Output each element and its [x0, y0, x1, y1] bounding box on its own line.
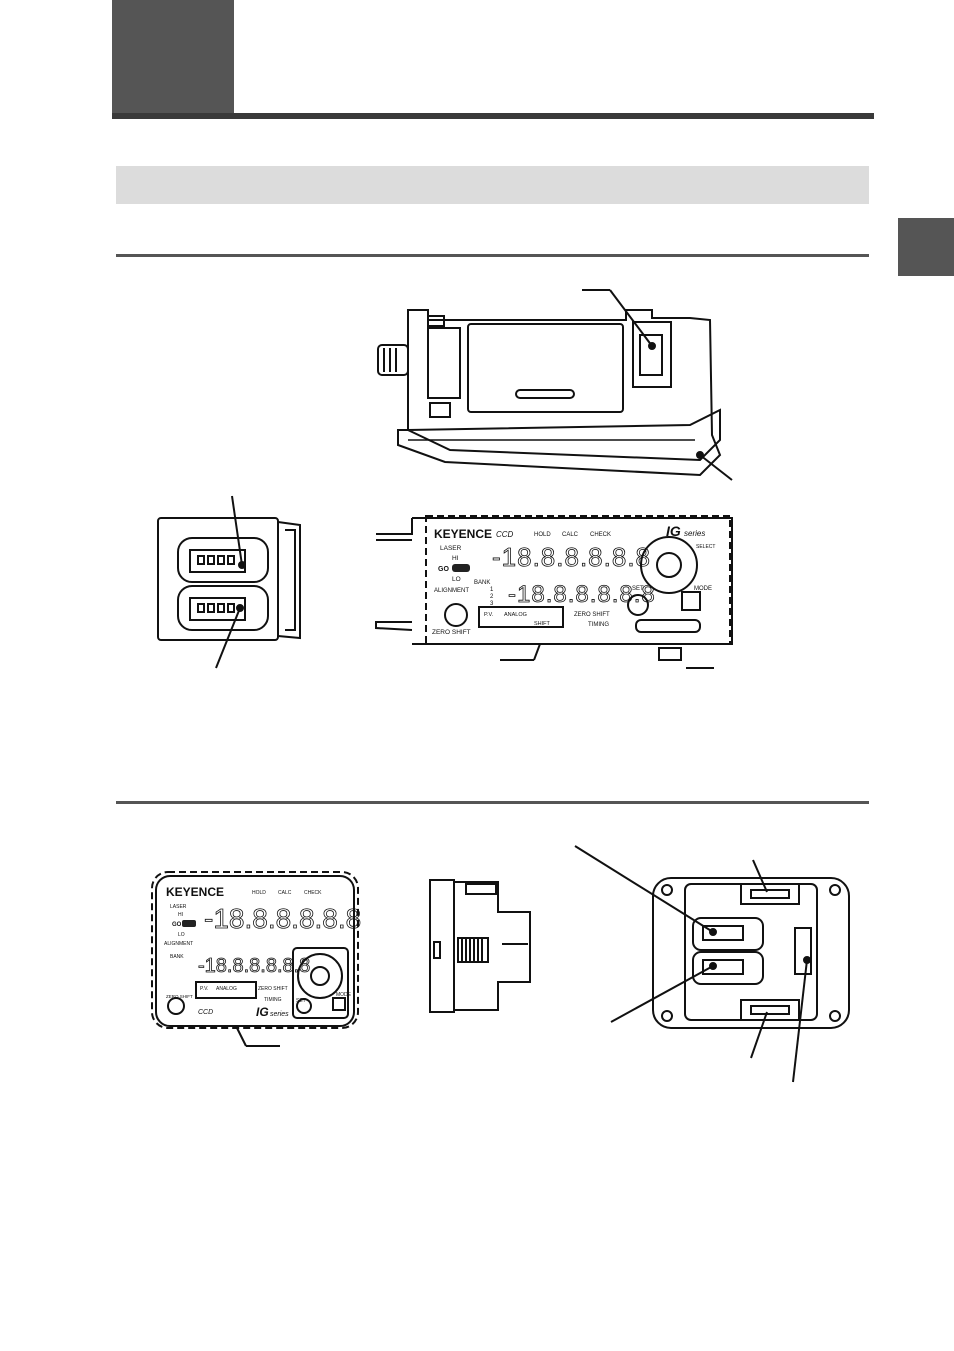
compact-zero-shift-label: ZERO SHIFT: [258, 986, 288, 992]
chapter-side-tab: [898, 218, 954, 276]
panel-lo: LO: [452, 576, 461, 583]
compact-ccd: CCD: [198, 1009, 213, 1016]
figure-side-profile: [429, 879, 531, 1013]
subsection-rule-2: [116, 801, 869, 804]
panel-set: SET: [632, 586, 644, 592]
compact-hold: HOLD: [252, 890, 266, 896]
panel-bank-1: 1: [490, 587, 494, 593]
panel-mode: MODE: [694, 586, 712, 592]
chapter-number-block: [112, 0, 234, 113]
compact-mode: MODE: [336, 992, 352, 998]
figure-top-view: [377, 289, 733, 481]
compact-alignment: ALIGNMENT: [164, 941, 193, 947]
panel-pv: P.V.: [484, 612, 494, 618]
panel-zero-shift: ZERO SHIFT: [432, 629, 471, 636]
panel-zero-shift-label: ZERO SHIFT: [574, 612, 610, 618]
chapter-header-rule: [112, 113, 874, 119]
compact-series-ig: IG: [256, 1005, 269, 1019]
compact-lo: LO: [178, 932, 185, 938]
panel-brand: KEYENCE: [434, 527, 492, 541]
compact-bank: BANK: [170, 954, 184, 960]
compact-check: CHECK: [304, 890, 322, 896]
panel-check: CHECK: [590, 532, 611, 538]
panel-calc: CALC: [562, 532, 579, 538]
panel-bank: BANK: [474, 580, 490, 586]
compact-set: SET: [296, 998, 306, 1004]
panel-laser: LASER: [440, 545, 462, 552]
panel-timing: TIMING: [588, 622, 609, 628]
compact-series-word: series: [270, 1011, 289, 1018]
panel-shift: SHIFT: [534, 621, 551, 627]
figure-rear-view: [574, 845, 850, 1083]
panel-go: GO: [438, 566, 449, 573]
section-heading-bar: [116, 166, 869, 204]
panel-select: SELECT: [696, 544, 715, 550]
panel-bank-3: 3: [490, 601, 494, 607]
figure-front-panel: KEYENCE CCD HOLD CALC CHECK IG series LA…: [375, 515, 733, 669]
panel-ccd: CCD: [496, 530, 514, 539]
compact-hi: HI: [178, 912, 183, 918]
panel-alignment: ALIGNMENT: [434, 588, 469, 594]
compact-timing: TIMING: [264, 997, 282, 1003]
compact-zero-shift: ZERO SHIFT: [166, 994, 193, 999]
compact-analog: ANALOG: [216, 986, 237, 992]
subsection-rule-1: [116, 254, 869, 257]
panel-series-word: series: [684, 529, 705, 538]
panel-analog: ANALOG: [504, 612, 527, 618]
compact-laser: LASER: [170, 904, 187, 910]
panel-digits-upper: -18.8.8.8.8.8: [492, 542, 651, 572]
compact-digits-lower: -18.8.8.8.8.8: [198, 955, 310, 977]
panel-hold: HOLD: [534, 532, 551, 538]
compact-go: GO: [172, 922, 182, 928]
figure-side-connectors: [157, 495, 301, 669]
panel-digits-lower: -18.8.8.8.8.8: [508, 581, 656, 608]
compact-digits-upper: -18.8.8.8.8.8: [204, 903, 361, 934]
compact-brand: KEYENCE: [166, 885, 224, 899]
compact-calc: CALC: [278, 890, 292, 896]
compact-pv: P.V.: [200, 986, 208, 992]
panel-series-ig: IG: [666, 523, 681, 539]
panel-hi: HI: [452, 555, 459, 562]
panel-bank-2: 2: [490, 594, 494, 600]
figure-compact-front-panel: KEYENCE HOLD CALC CHECK LASER HI GO LO A…: [151, 871, 362, 1047]
